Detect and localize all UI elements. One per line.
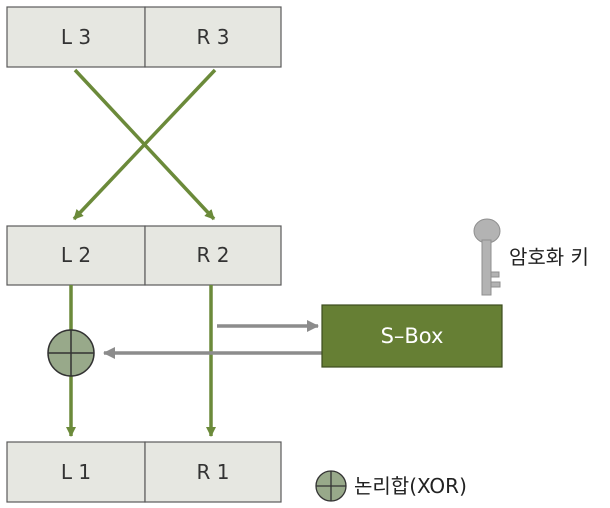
sbox: S–Box: [321, 304, 503, 368]
legend-xor-icon: [315, 470, 347, 502]
sbox-label: S–Box: [381, 324, 444, 348]
xor-symbol: [47, 329, 95, 377]
arrow-r3-to-l2: [72, 68, 217, 221]
l3-label: L 3: [61, 25, 91, 49]
l3-box: [6, 6, 146, 68]
r3-label: R 3: [197, 25, 230, 49]
l2-box: [6, 225, 146, 286]
r1-label: R 1: [197, 460, 230, 484]
row-3: L 3 R 3: [6, 6, 282, 68]
row-1: L 1 R 1: [6, 441, 282, 503]
key-label: 암호화 키: [509, 245, 589, 269]
r2-box: [144, 225, 282, 286]
l1-box: [6, 441, 146, 503]
l2-label: L 2: [61, 243, 91, 267]
r3-box: [144, 6, 282, 68]
l1-label: L 1: [61, 460, 91, 484]
r1-box: [144, 441, 282, 503]
key-icon: [473, 218, 501, 296]
legend-xor-label: 논리합(XOR): [354, 474, 467, 498]
r2-label: R 2: [197, 243, 230, 267]
row-2: L 2 R 2: [6, 225, 282, 286]
sbox-box: [321, 304, 503, 368]
